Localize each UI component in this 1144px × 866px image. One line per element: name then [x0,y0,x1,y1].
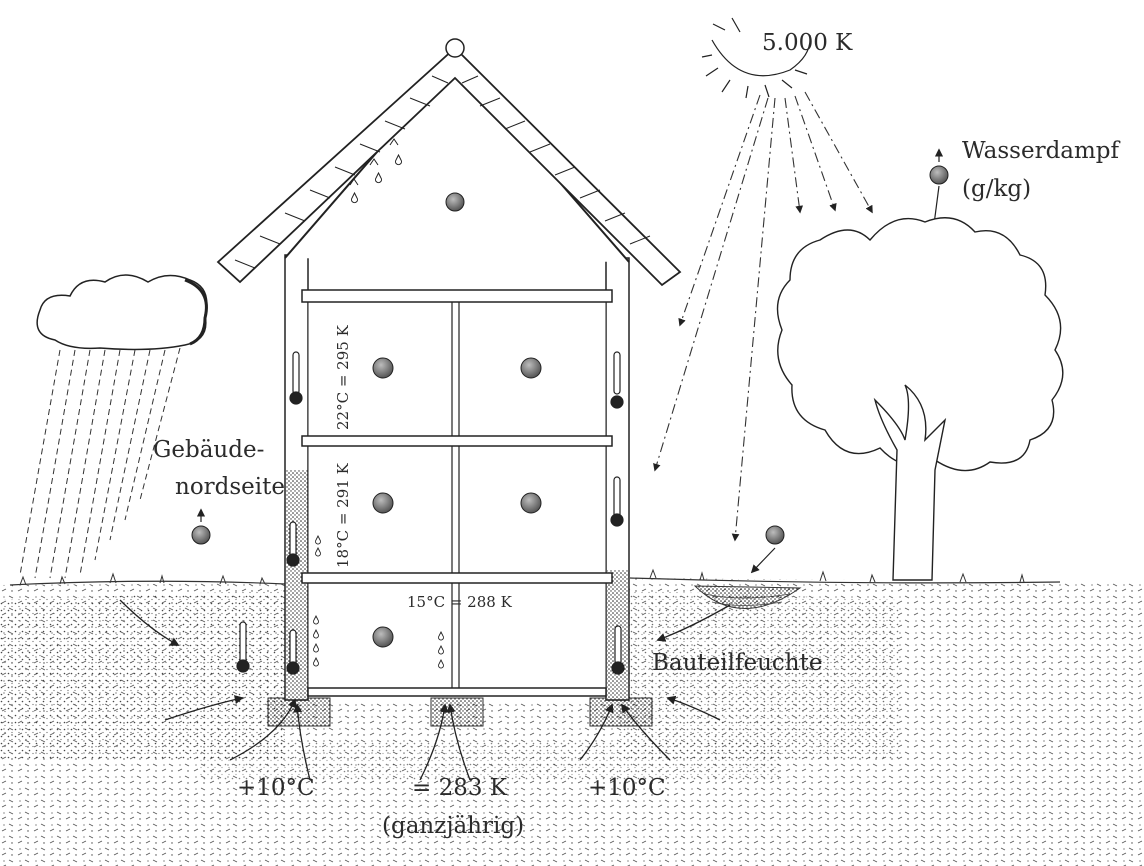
floor1-temperature-label: 18°C = 291 K [334,463,352,568]
cloud-icon [36,274,208,351]
rain-icon [19,347,181,579]
vapor-molecule-icon [191,165,949,648]
vapor-unit-label: (g/kg) [962,176,1032,202]
wall-drops [313,534,444,669]
sun-icon [701,17,811,99]
floor2-temperature-label: 22°C = 295 K [334,325,352,430]
sun-temperature-label: 5.000 K [762,30,853,56]
tree-icon [776,217,1064,581]
moisture-arrows [119,599,731,781]
north-side-label-line1: Gebäude- [153,437,265,463]
puddle-icon [693,585,802,609]
sun-rays [653,91,873,542]
north-side-label-line2: nordseite [175,474,286,500]
vapor-label: Wasserdampf [962,138,1120,164]
ground-temp-right-label: +10°C [588,775,666,801]
ground [0,577,1144,866]
condensation-drops [349,138,402,204]
house-icon [216,38,682,701]
component-moisture-label: Bauteilfeuchte [652,650,823,676]
thermometer-icon [236,351,625,675]
ground-temp-left-label: +10°C [237,775,315,801]
ground-temp-mid-label: = 283 K [412,775,507,801]
grass [19,568,1025,586]
year-round-label: (ganzjährig) [382,813,525,839]
basement-temperature-label: 15°C = 288 K [407,593,512,611]
foundation [267,697,653,727]
